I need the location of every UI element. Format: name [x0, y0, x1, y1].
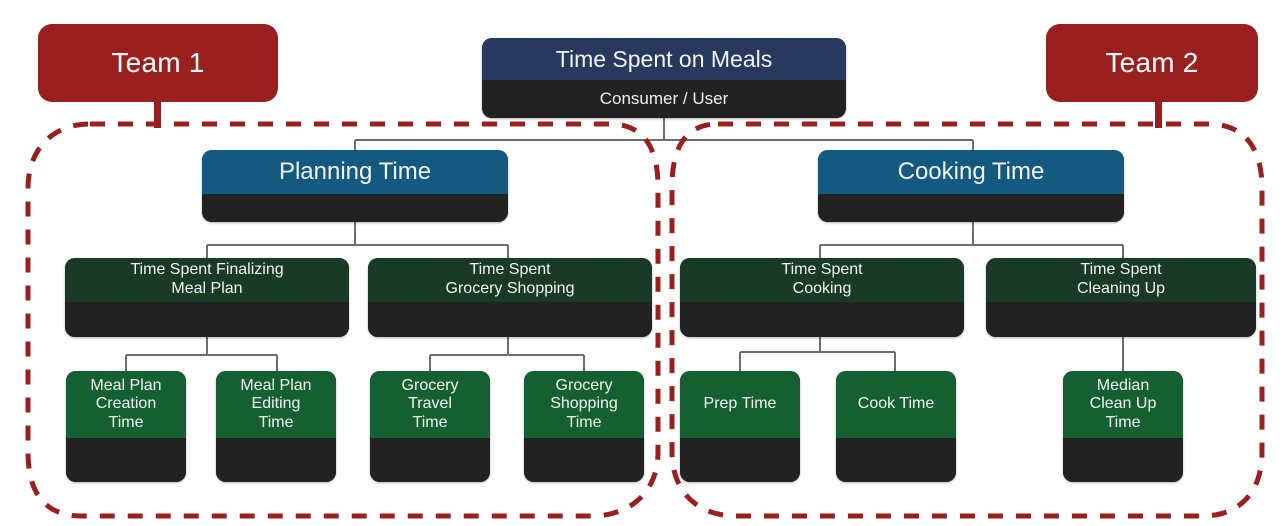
node-subtitle: Consumer / User	[482, 80, 846, 118]
node-title: Time Spent Finalizing Meal Plan	[65, 258, 349, 302]
node-title: Cook Time	[836, 371, 956, 438]
node-title: Meal Plan Creation Time	[66, 371, 186, 438]
team-1-stem	[154, 100, 161, 128]
node-title: Time Spent Cleaning Up	[986, 258, 1256, 302]
node-planning-time[interactable]: Planning Time	[202, 150, 508, 222]
node-body	[370, 438, 490, 482]
node-title: Time Spent on Meals	[482, 38, 846, 80]
node-body	[836, 438, 956, 482]
node-body	[986, 302, 1256, 337]
node-grocery-travel-time[interactable]: Grocery Travel Time	[370, 371, 490, 482]
node-body	[66, 438, 186, 482]
node-body	[65, 302, 349, 337]
node-title: Time Spent Cooking	[680, 258, 964, 302]
node-body	[680, 302, 964, 337]
node-meal-plan-creation-time[interactable]: Meal Plan Creation Time	[66, 371, 186, 482]
node-title: Cooking Time	[818, 150, 1124, 194]
node-time-spent-finalizing-meal-plan[interactable]: Time Spent Finalizing Meal Plan	[65, 258, 349, 337]
node-body	[680, 438, 800, 482]
node-body	[524, 438, 644, 482]
node-title: Prep Time	[680, 371, 800, 438]
team-2-boundary	[669, 121, 1265, 519]
team-1-label: Team 1	[38, 24, 278, 102]
node-cooking-time[interactable]: Cooking Time	[818, 150, 1124, 222]
node-title: Median Clean Up Time	[1063, 371, 1183, 438]
node-title: Planning Time	[202, 150, 508, 194]
node-grocery-shopping-time[interactable]: Grocery Shopping Time	[524, 371, 644, 482]
node-body	[216, 438, 336, 482]
node-cook-time[interactable]: Cook Time	[836, 371, 956, 482]
node-body	[1063, 438, 1183, 482]
team-2-label: Team 2	[1046, 24, 1258, 102]
node-title: Grocery Shopping Time	[524, 371, 644, 438]
node-title: Meal Plan Editing Time	[216, 371, 336, 438]
node-time-spent-on-meals[interactable]: Time Spent on Meals Consumer / User	[482, 38, 846, 118]
node-title: Time Spent Grocery Shopping	[368, 258, 652, 302]
node-body	[368, 302, 652, 337]
node-prep-time[interactable]: Prep Time	[680, 371, 800, 482]
team-2-stem	[1155, 100, 1162, 128]
node-body	[818, 194, 1124, 222]
node-title: Grocery Travel Time	[370, 371, 490, 438]
node-meal-plan-editing-time[interactable]: Meal Plan Editing Time	[216, 371, 336, 482]
node-median-clean-up-time[interactable]: Median Clean Up Time	[1063, 371, 1183, 482]
node-body	[202, 194, 508, 222]
node-time-spent-cleaning-up[interactable]: Time Spent Cleaning Up	[986, 258, 1256, 337]
node-time-spent-cooking[interactable]: Time Spent Cooking	[680, 258, 964, 337]
node-time-spent-grocery-shopping[interactable]: Time Spent Grocery Shopping	[368, 258, 652, 337]
